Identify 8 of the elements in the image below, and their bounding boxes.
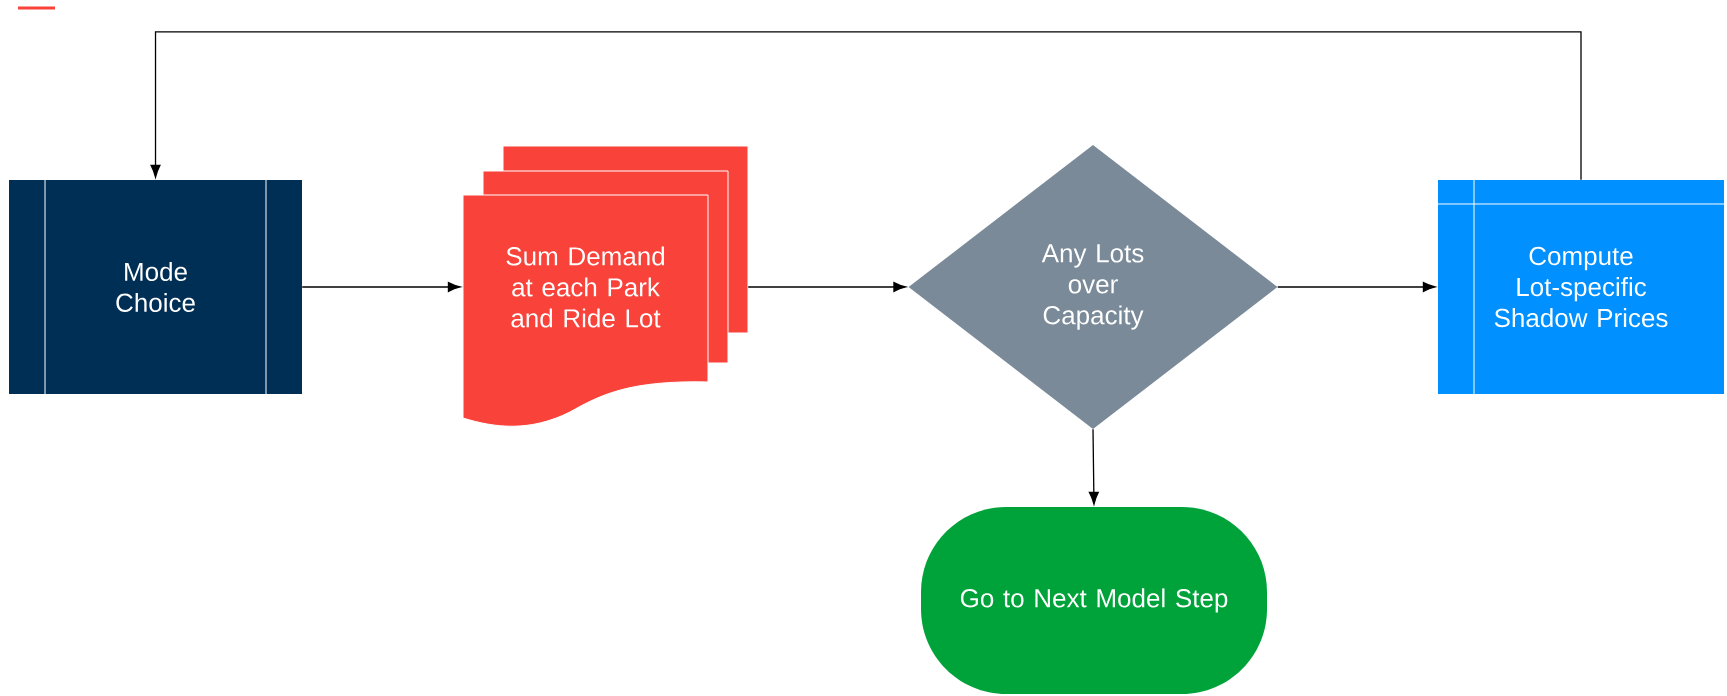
arrow bbox=[150, 31, 1582, 181]
process-box: Mode Choice bbox=[9, 179, 302, 395]
arrow bbox=[1088, 428, 1099, 505]
arrow bbox=[301, 281, 461, 292]
arrow bbox=[747, 281, 907, 292]
document-stack: Sum Demand at each Park and Ride Lot bbox=[462, 145, 749, 427]
process-box: Compute Lot-specific Shadow Prices bbox=[1437, 179, 1725, 395]
arrow bbox=[1277, 281, 1436, 292]
